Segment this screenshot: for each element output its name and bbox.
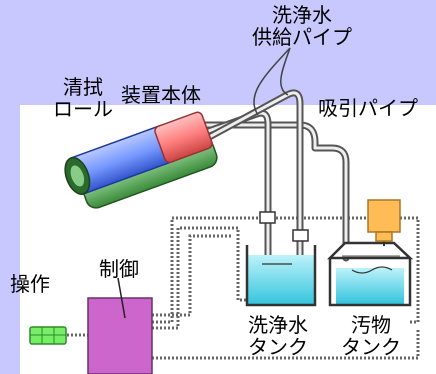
label-control: 制御 <box>99 257 139 281</box>
label-suction-pipe: 吸引パイプ <box>318 96 418 120</box>
leader-lines <box>253 47 291 116</box>
label-clean-tank: 洗浄水 タンク <box>236 314 320 358</box>
label-cleaning-roll-line2: ロール <box>53 97 113 121</box>
control-box <box>87 297 153 374</box>
dirty-tank <box>326 232 414 307</box>
label-dirty-tank: 汚物 タンク <box>331 314 411 358</box>
operation-button <box>29 326 67 345</box>
signal-lines <box>67 216 420 360</box>
label-operation: 操作 <box>10 272 50 296</box>
label-cleaning-roll: 清拭 ロール <box>46 76 120 120</box>
label-device-body: 装置本体 <box>121 83 201 107</box>
label-dirty-tank-line2: タンク <box>341 335 401 359</box>
label-supply-pipe-line1: 洗浄水 <box>272 3 332 27</box>
clean-water-tank <box>245 245 317 307</box>
label-clean-tank-line2: タンク <box>248 335 308 359</box>
coupling-2 <box>292 229 309 242</box>
coupling-1 <box>259 211 276 224</box>
label-cleaning-roll-line1: 清拭 <box>63 75 103 99</box>
label-clean-tank-line1: 洗浄水 <box>248 313 308 337</box>
control-leader <box>117 277 126 319</box>
suction-pump <box>367 199 401 242</box>
cleaning-device <box>64 111 218 209</box>
label-supply-pipe: 洗浄水 供給パイプ <box>232 4 372 48</box>
label-dirty-tank-line1: 汚物 <box>351 313 391 337</box>
label-supply-pipe-line2: 供給パイプ <box>252 25 352 49</box>
